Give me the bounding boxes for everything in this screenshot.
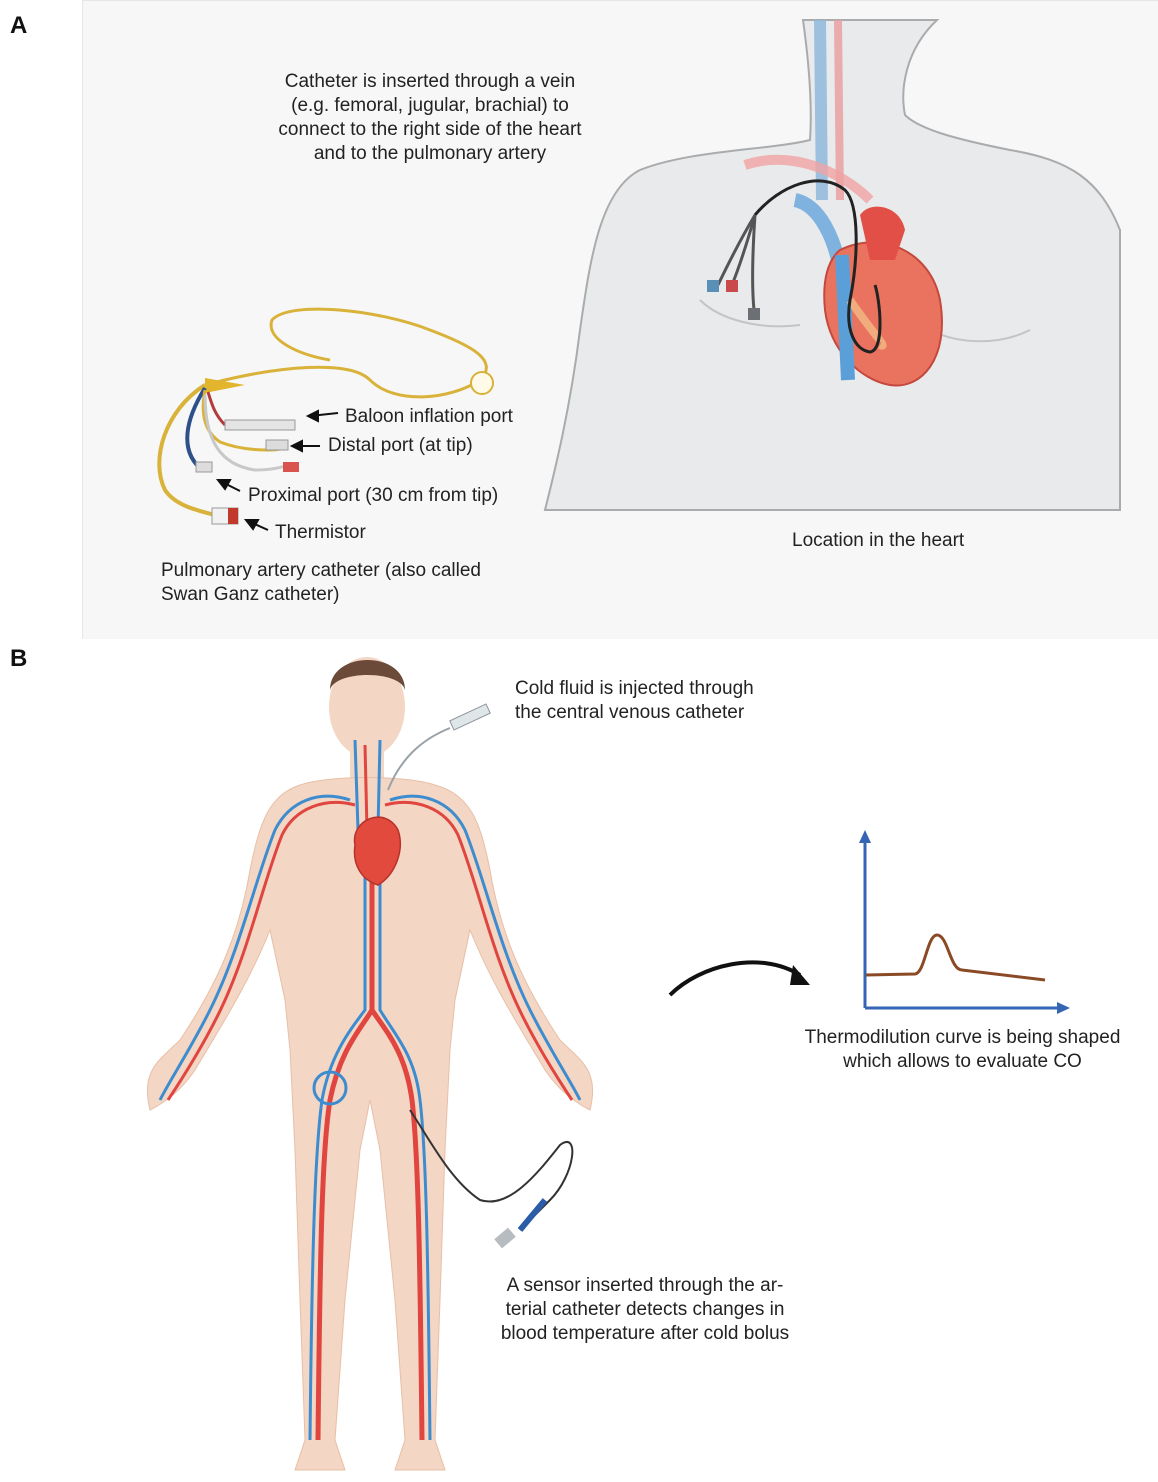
thermodilution-curve: [859, 830, 1070, 1014]
sensor-text: A sensor inserted through the ar- terial…: [485, 1274, 805, 1346]
torso-illustration: [545, 20, 1120, 510]
curve-caption: Thermodilution curve is being shaped whi…: [790, 1026, 1135, 1074]
catheter-caption-line: Swan Ganz catheter): [161, 583, 521, 607]
curve-caption-line: Thermodilution curve is being shaped: [790, 1026, 1135, 1050]
sensor-text-line: terial catheter detects changes in: [485, 1298, 805, 1322]
balloon-port-label: Baloon inflation port: [345, 405, 513, 429]
injection-text-line: the central venous catheter: [515, 701, 754, 725]
thermistor-label: Thermistor: [275, 521, 366, 545]
heart-caption: Location in the heart: [792, 529, 964, 553]
proximal-port-label: Proximal port (30 cm from tip): [248, 484, 498, 508]
insertion-text-line: Catheter is inserted through a vein: [250, 70, 610, 94]
insertion-text-line: and to the pulmonary artery: [250, 142, 610, 166]
curve-caption-line: which allows to evaluate CO: [790, 1050, 1135, 1074]
insertion-text-line: connect to the right side of the heart: [250, 118, 610, 142]
body-illustration: [147, 657, 592, 1470]
sensor-text-line: A sensor inserted through the ar-: [485, 1274, 805, 1298]
catheter-caption-line: Pulmonary artery catheter (also called: [161, 559, 521, 583]
catheter-caption: Pulmonary artery catheter (also called S…: [161, 559, 521, 607]
insertion-text-line: (e.g. femoral, jugular, brachial) to: [250, 94, 610, 118]
insertion-text: Catheter is inserted through a vein (e.g…: [250, 70, 610, 166]
distal-port-label: Distal port (at tip): [328, 434, 473, 458]
injection-text-line: Cold fluid is injected through: [515, 677, 754, 701]
sensor-text-line: blood temperature after cold bolus: [485, 1322, 805, 1346]
transition-arrow: [670, 962, 800, 995]
injection-text: Cold fluid is injected through the centr…: [515, 677, 754, 725]
